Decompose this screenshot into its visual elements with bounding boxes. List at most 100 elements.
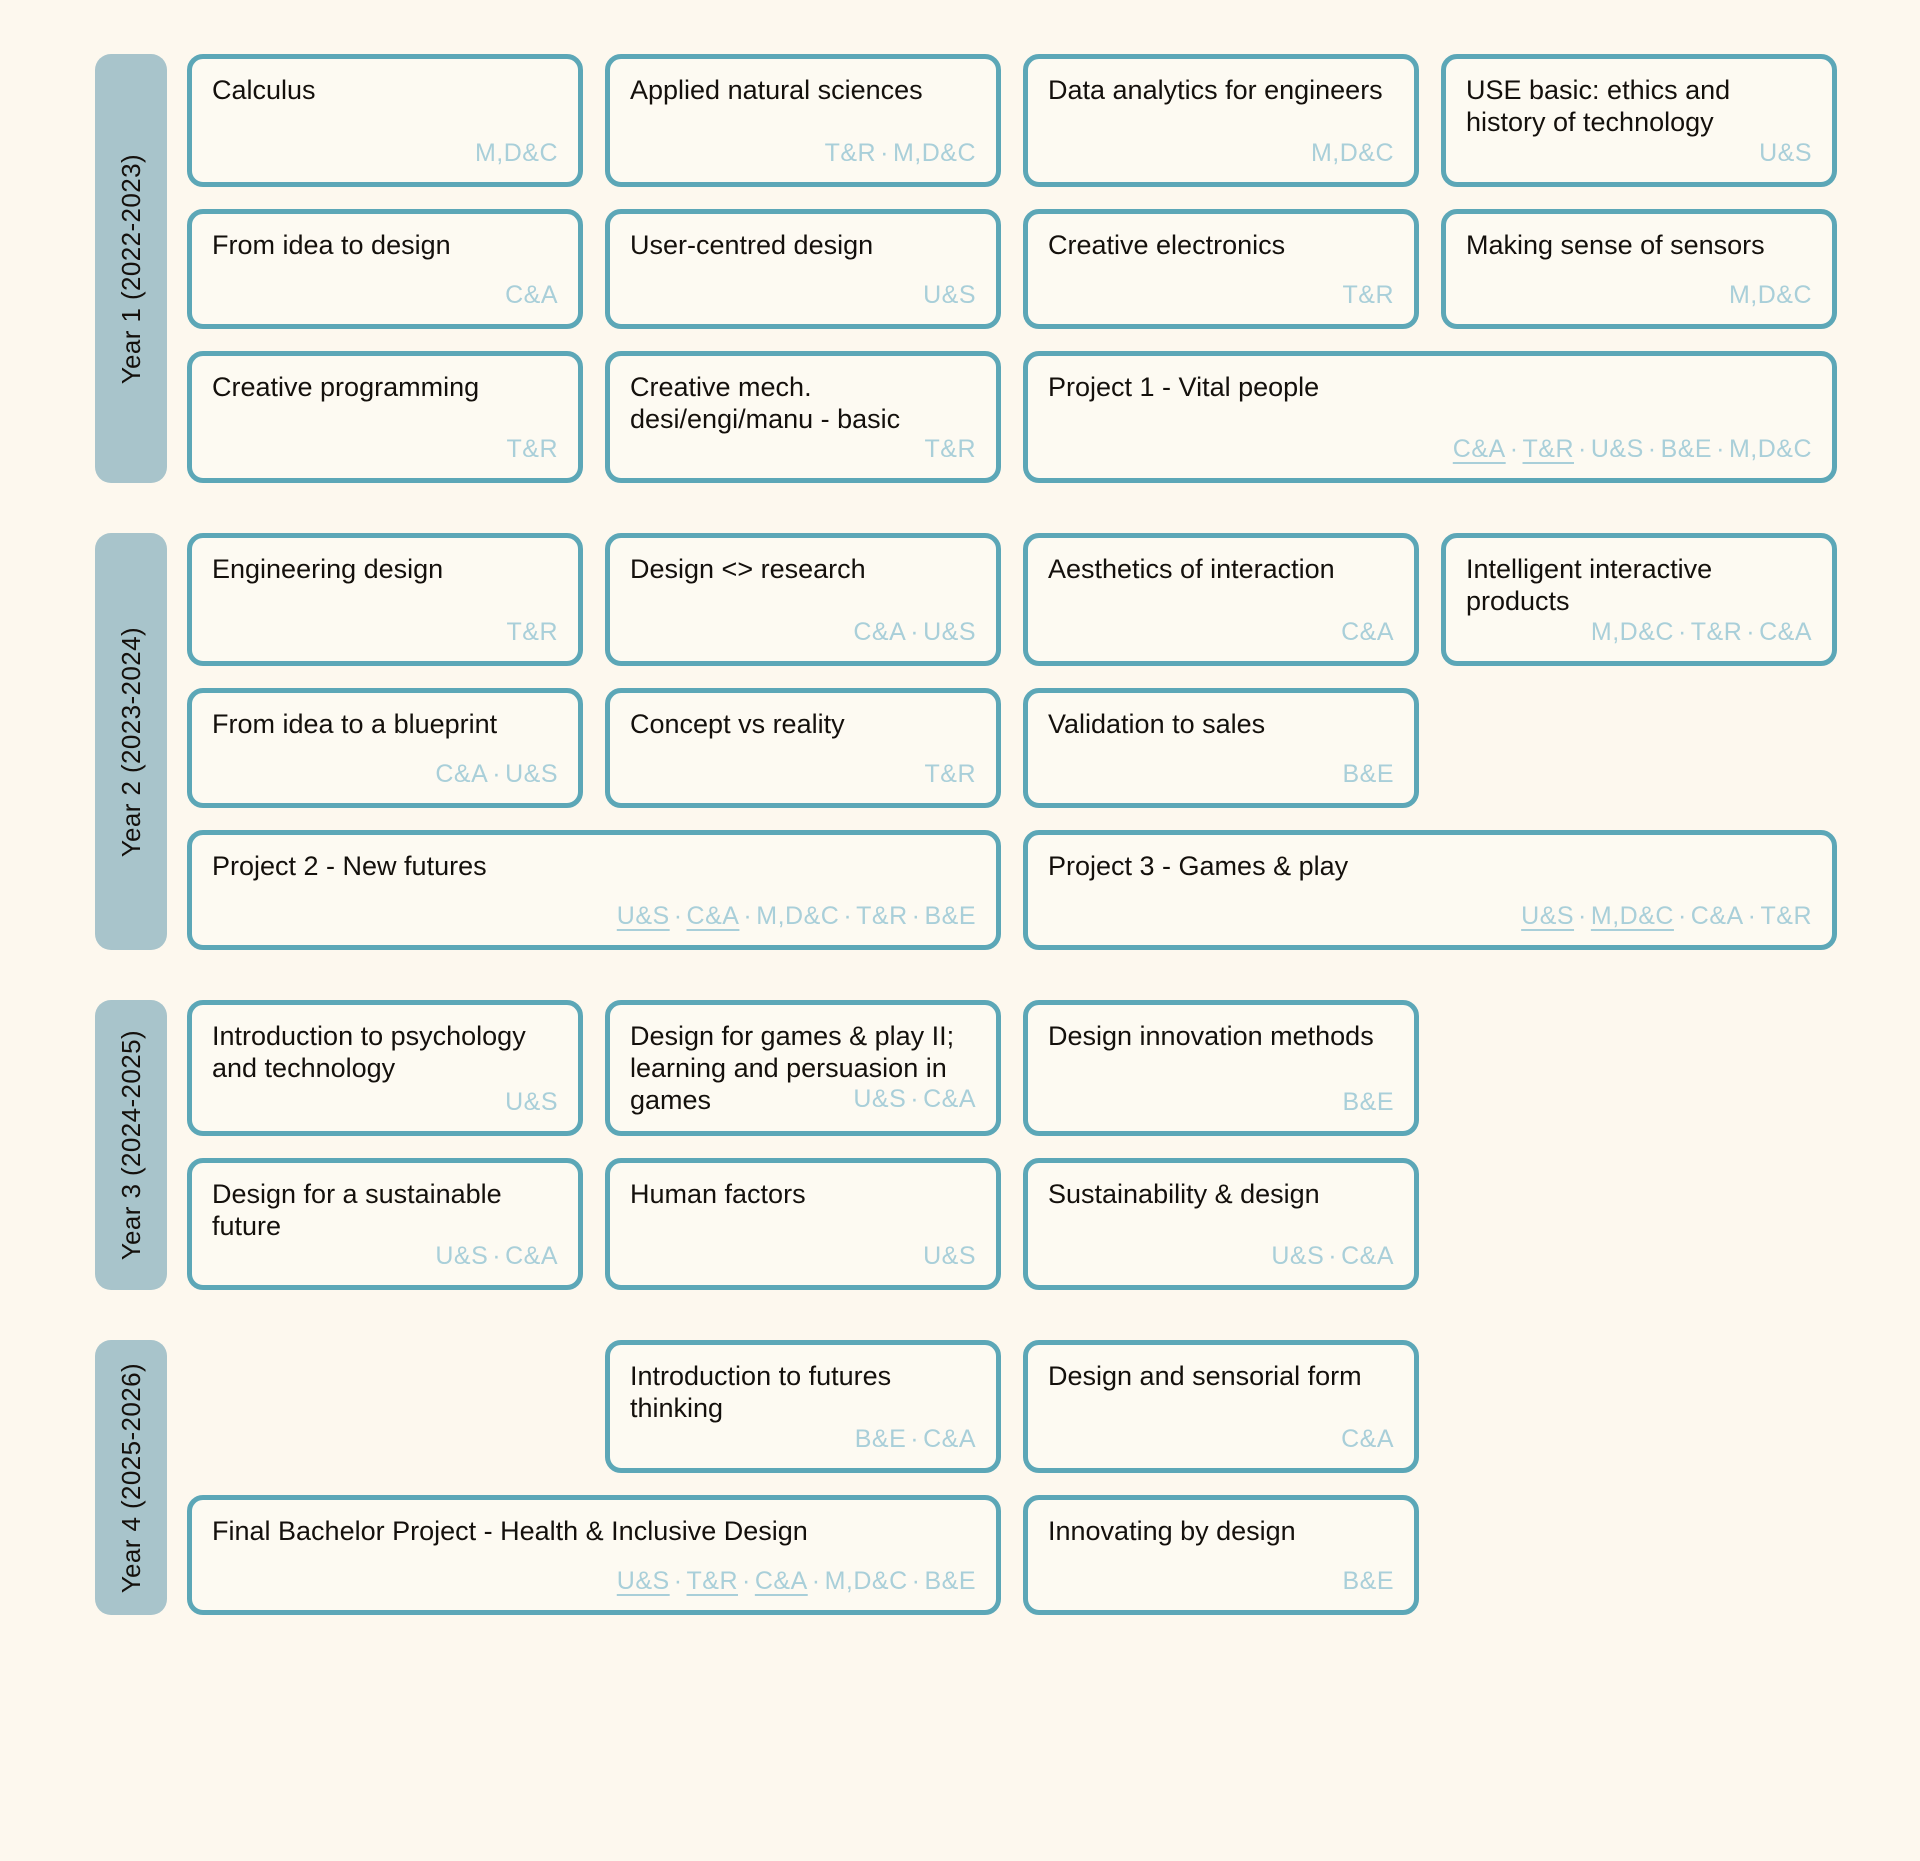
course-tags: C&A bbox=[505, 281, 558, 310]
course-tag: T&R bbox=[924, 435, 976, 464]
tag-separator: · bbox=[1509, 435, 1519, 464]
course-tags: B&E·C&A bbox=[855, 1425, 976, 1454]
course-card[interactable]: Introduction to psychology and technolog… bbox=[187, 1000, 583, 1136]
course-title: Project 2 - New futures bbox=[212, 851, 487, 882]
course-card[interactable]: USE basic: ethics and history of technol… bbox=[1441, 54, 1837, 187]
year-label-1: Year 1 (2022-2023) bbox=[95, 54, 167, 484]
course-tag: T&R bbox=[1342, 280, 1394, 309]
course-tags: T&R bbox=[507, 435, 559, 464]
course-tag: C&A bbox=[1341, 1242, 1394, 1271]
year-label-text: Year 2 (2023-2024) bbox=[115, 626, 146, 857]
course-tag: C&A bbox=[1341, 618, 1394, 647]
year-label-text: Year 1 (2022-2023) bbox=[115, 153, 146, 384]
course-tags: U&S·C&A bbox=[1271, 1242, 1394, 1271]
tag-separator: · bbox=[1746, 618, 1756, 647]
tag-separator: · bbox=[910, 618, 920, 647]
course-tag: B&E bbox=[924, 1567, 976, 1596]
course-tags: U&S·M,D&C·C&A·T&R bbox=[1521, 902, 1812, 931]
year-label-text: Year 4 (2025-2026) bbox=[115, 1362, 146, 1593]
course-title: Final Bachelor Project - Health & Inclus… bbox=[212, 1516, 808, 1547]
course-tags: U&S bbox=[505, 1088, 558, 1117]
course-tag: C&A bbox=[853, 618, 907, 647]
course-tag: B&E bbox=[1660, 435, 1713, 464]
tag-separator: · bbox=[911, 902, 921, 931]
course-tags: M,D&C·T&R·C&A bbox=[1591, 618, 1812, 647]
course-tags: U&S bbox=[923, 1242, 976, 1271]
course-title: Introduction to psychology and technolog… bbox=[212, 1021, 526, 1084]
tag-separator: · bbox=[911, 1567, 921, 1596]
course-card[interactable]: Design for games & play II; learning and… bbox=[605, 1000, 1001, 1136]
course-tag: M,D&C bbox=[824, 1567, 908, 1596]
course-tag: T&R bbox=[686, 1567, 739, 1596]
course-title: Creative electronics bbox=[1048, 229, 1286, 260]
course-title: Creative programming bbox=[212, 371, 480, 402]
course-title: Design innovation methods bbox=[1048, 1021, 1374, 1052]
course-tag: T&R bbox=[856, 902, 908, 931]
tag-separator: · bbox=[1647, 435, 1657, 464]
tag-separator: · bbox=[673, 902, 683, 931]
course-title: Project 3 - Games & play bbox=[1048, 851, 1349, 882]
course-title: Validation to sales bbox=[1048, 709, 1266, 740]
course-card[interactable]: Final Bachelor Project - Health & Inclus… bbox=[187, 1495, 1001, 1616]
course-tag: U&S bbox=[1590, 435, 1644, 464]
course-title: Concept vs reality bbox=[630, 709, 845, 740]
course-title: Data analytics for engineers bbox=[1048, 75, 1383, 105]
course-tag: C&A bbox=[923, 1084, 976, 1113]
tag-separator: · bbox=[1747, 902, 1757, 931]
tag-separator: · bbox=[492, 1242, 502, 1271]
course-tags: U&S bbox=[1759, 139, 1812, 168]
course-tags: B&E bbox=[1342, 760, 1394, 789]
course-tag: M,D&C bbox=[1728, 435, 1812, 464]
course-tag: T&R bbox=[1760, 902, 1812, 931]
course-tag: U&S bbox=[616, 1567, 670, 1596]
tag-separator: · bbox=[843, 902, 853, 931]
course-tags: M,D&C bbox=[475, 139, 558, 168]
course-tag: B&E bbox=[1342, 760, 1394, 789]
course-tag: T&R bbox=[506, 435, 558, 464]
year-label-4: Year 4 (2025-2026) bbox=[95, 1340, 167, 1616]
course-tag: M,D&C bbox=[474, 138, 558, 167]
year-label-3: Year 3 (2024-2025) bbox=[95, 1000, 167, 1291]
course-tags: T&R bbox=[507, 618, 559, 647]
course-title: From idea to design bbox=[212, 229, 451, 260]
course-tag: C&A bbox=[505, 1242, 558, 1271]
tag-separator: · bbox=[673, 1567, 683, 1596]
course-tag: C&A bbox=[923, 1425, 976, 1454]
course-tags: T&R bbox=[1343, 281, 1395, 310]
course-tag: T&R bbox=[506, 618, 558, 647]
